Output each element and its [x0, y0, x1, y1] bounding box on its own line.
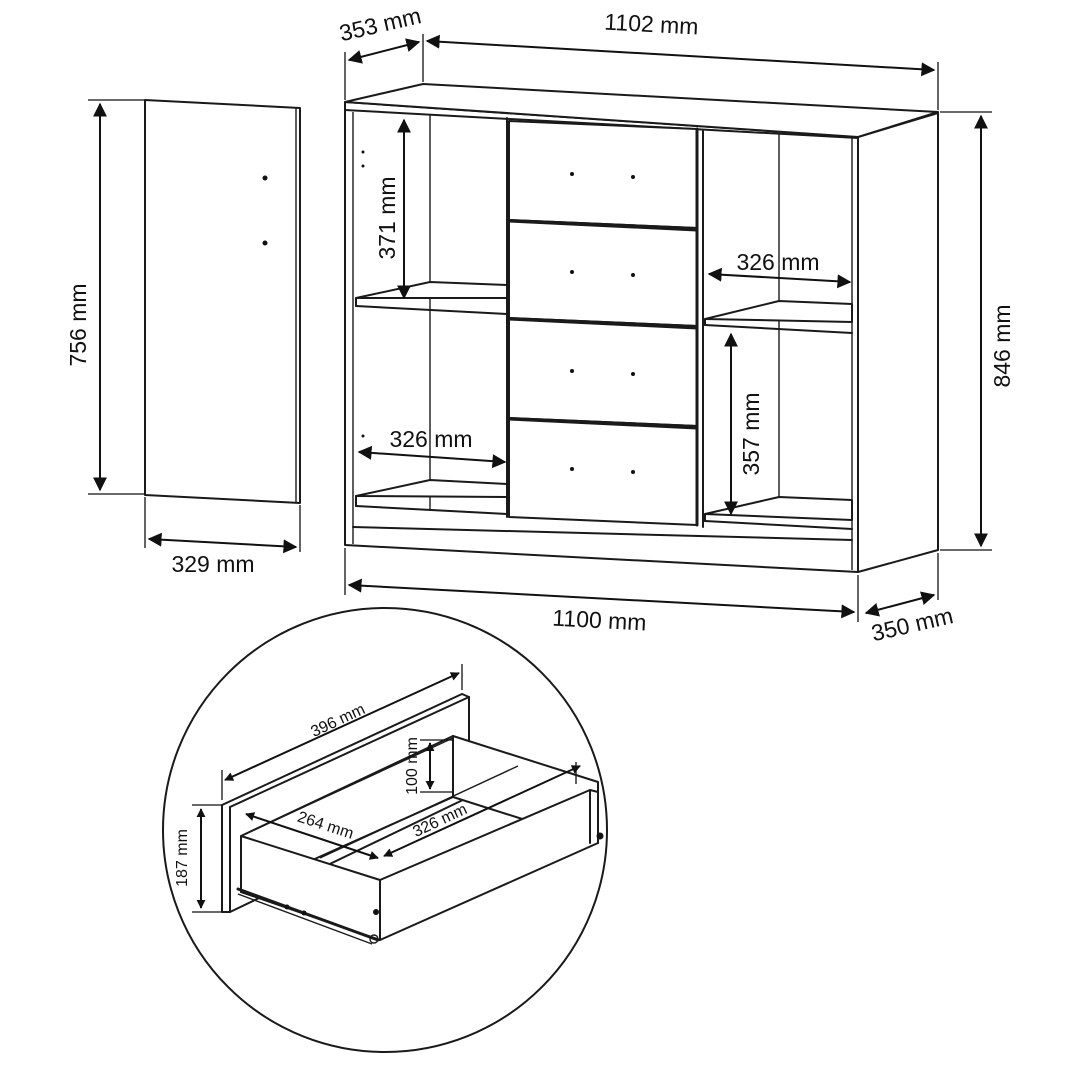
- top-slab: [344, 83, 939, 138]
- dim-right-lower-shelf-height: 357 mm: [724, 332, 764, 516]
- door-height-label: 756 mm: [65, 283, 91, 366]
- drawer-box-height-label: 100 mm: [404, 737, 421, 795]
- dim-total-height: 846 mm: [940, 111, 1015, 551]
- drawer-front-width-label: 396 mm: [308, 701, 368, 741]
- sideboard: [344, 83, 939, 573]
- total-height-label: 846 mm: [989, 304, 1015, 387]
- dim-right-shelf-width: 326 mm: [707, 249, 852, 289]
- door-hinge-hole: [262, 175, 268, 181]
- dim-drawer-front-height: 187 mm: [174, 804, 222, 913]
- left-shelf-width-label: 326 mm: [389, 426, 472, 452]
- dim-left-upper-shelf-height: 371 mm: [374, 118, 411, 300]
- dim-top-width: 1102 mm: [425, 9, 939, 110]
- dim-base-width: 1100 mm: [344, 548, 859, 636]
- right-shelf-width-label: 326 mm: [736, 249, 819, 275]
- drawer-front: [508, 417, 698, 526]
- detail-circle: [162, 607, 608, 1053]
- drawer-front: [508, 120, 698, 229]
- dim-left-shelf-width: 326 mm: [357, 426, 507, 469]
- top-width-label: 1102 mm: [604, 9, 699, 40]
- drawer-detail: 396 mm 187 mm 100 mm 264 mm 326 mm: [162, 607, 608, 1053]
- side-panel: [857, 112, 939, 573]
- dim-top-depth: 353 mm: [337, 2, 424, 100]
- door-width-label: 329 mm: [171, 551, 254, 577]
- left-shelf-height-label: 371 mm: [374, 176, 400, 259]
- drawer-front: [508, 219, 698, 327]
- drawer-front-height-label: 187 mm: [174, 829, 191, 887]
- dim-door-height: 756 mm: [65, 99, 145, 495]
- base-width-label: 1100 mm: [552, 605, 647, 636]
- top-depth-label: 353 mm: [337, 2, 424, 46]
- drawer-box-back: [240, 835, 381, 941]
- door-panel: [144, 99, 301, 504]
- door-hinge-hole: [262, 240, 268, 246]
- drawer-stack: [507, 120, 699, 527]
- drawer-front: [508, 317, 698, 427]
- dim-door-width: 329 mm: [144, 497, 301, 577]
- right-shelf-height-label: 357 mm: [738, 392, 764, 475]
